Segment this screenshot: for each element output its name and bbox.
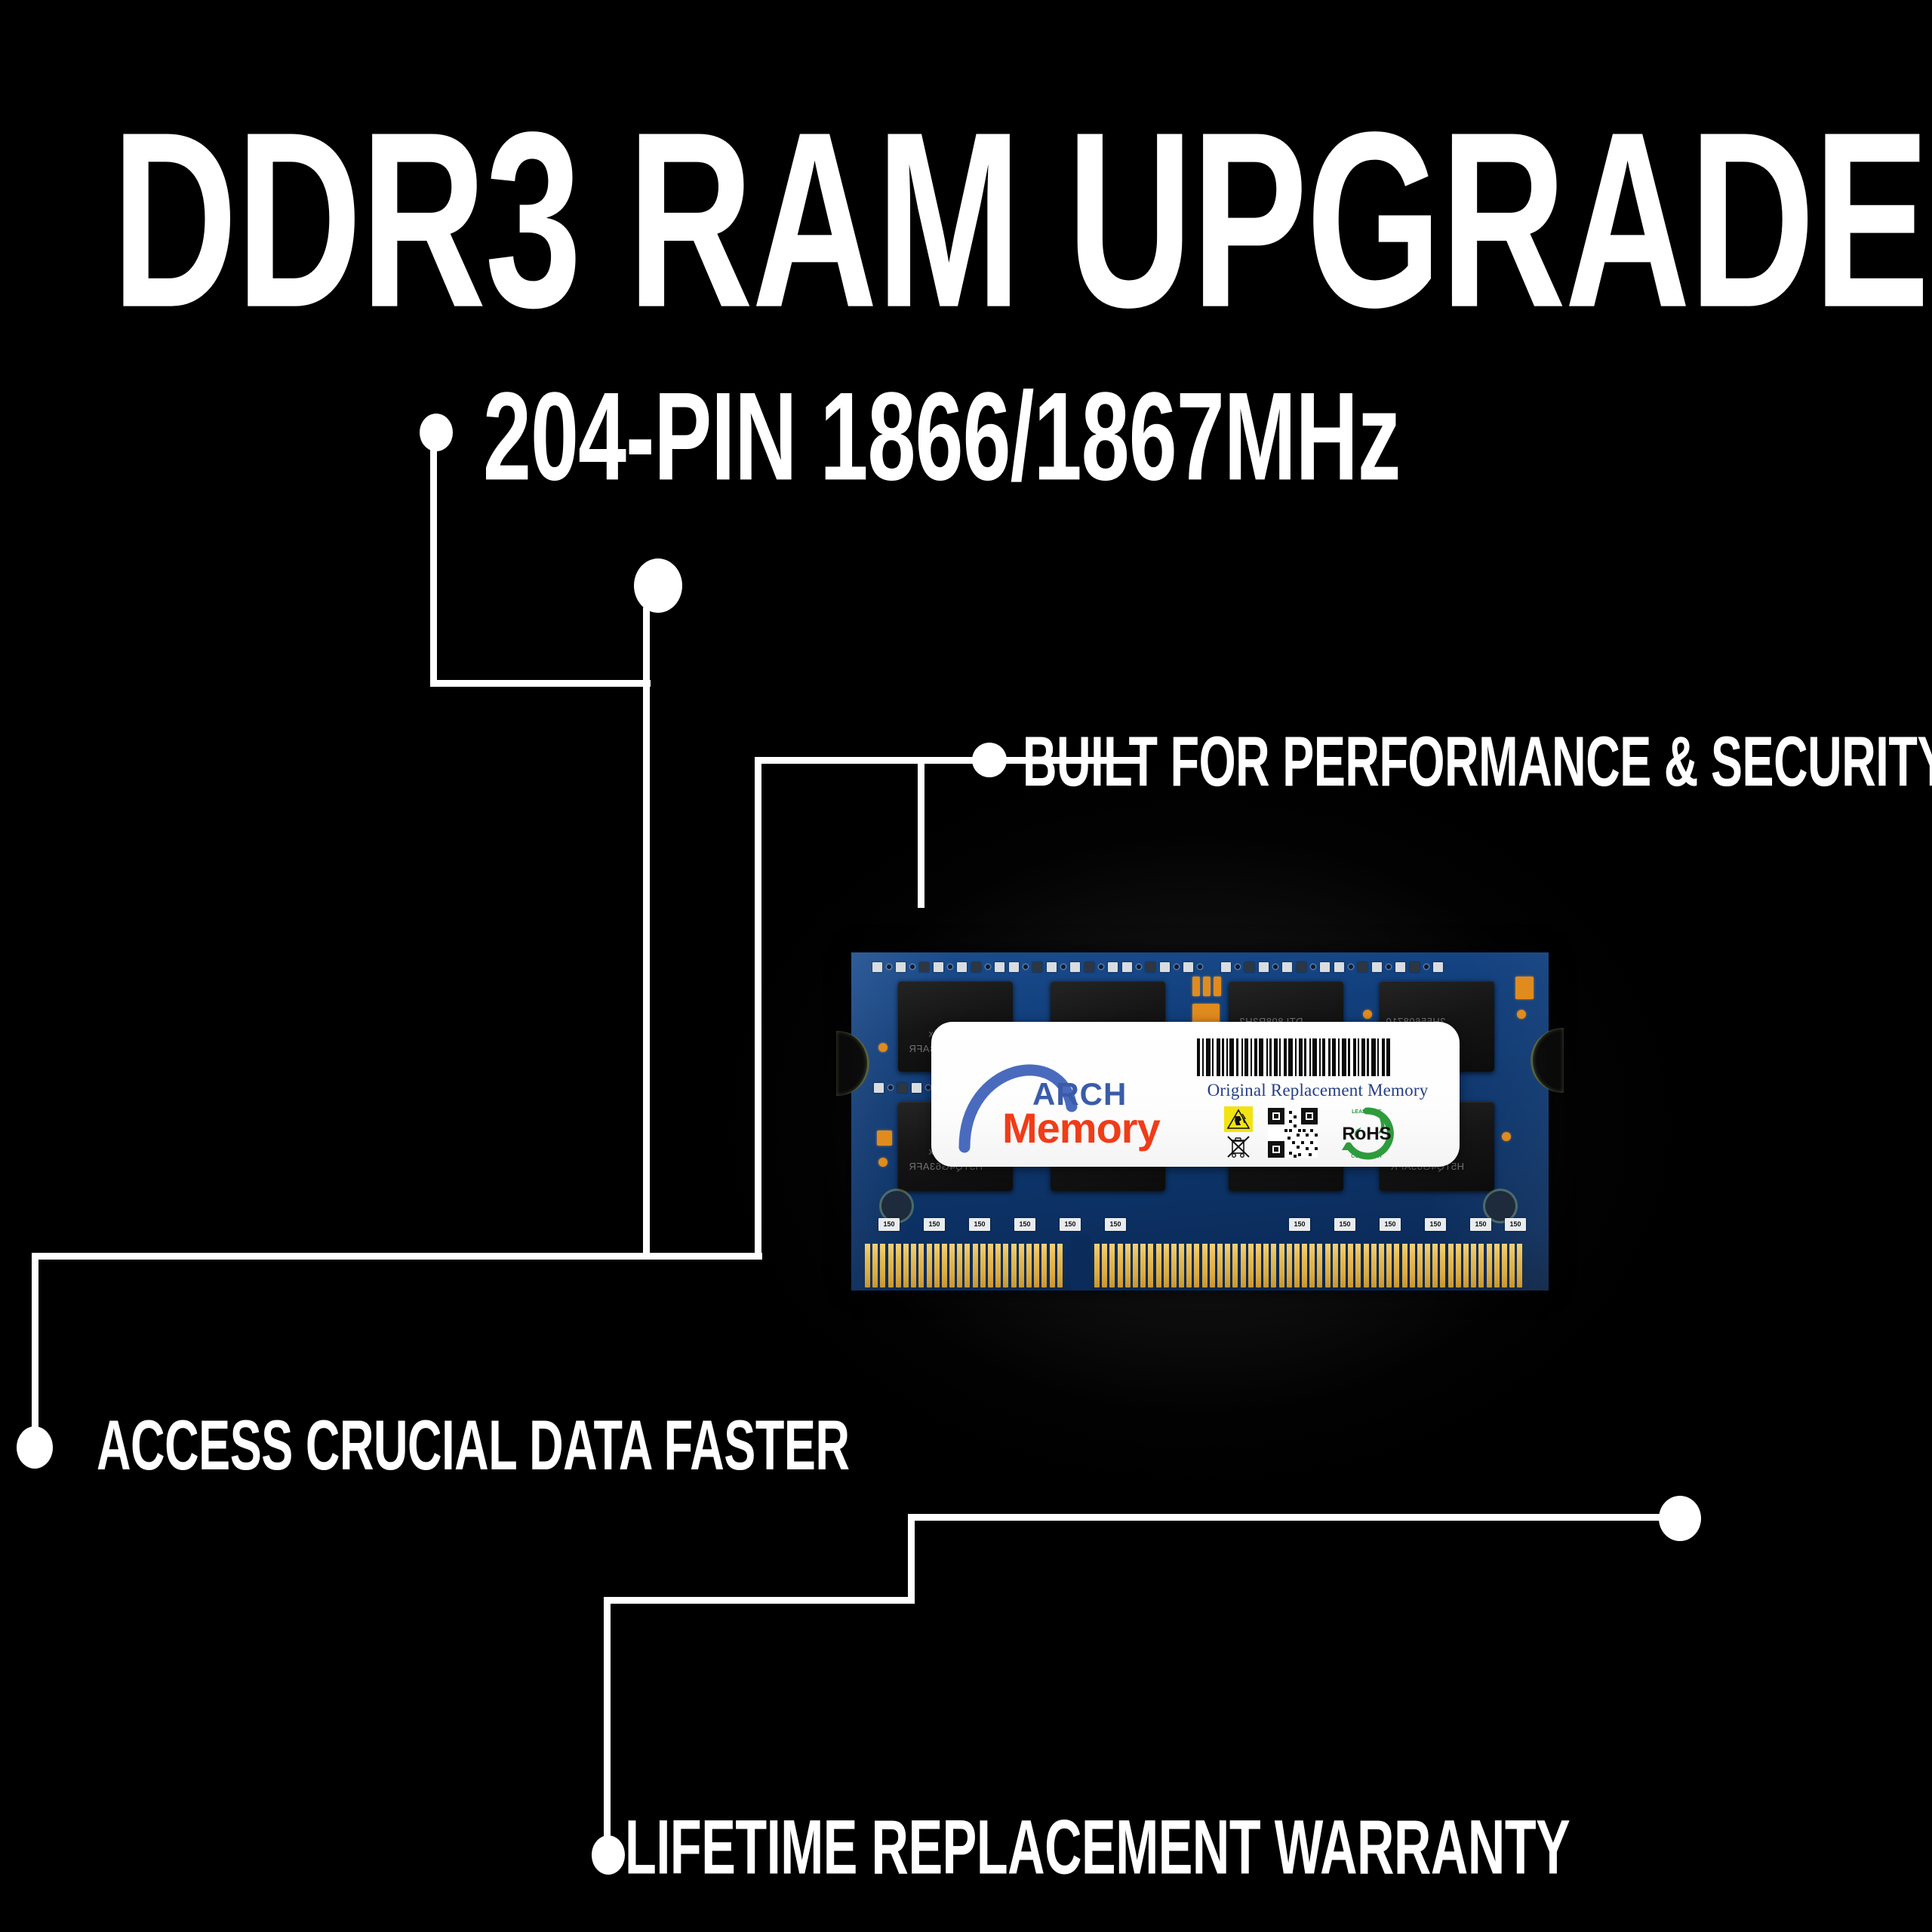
arch-memory-logo: ARCH Memory [948,1034,1182,1155]
resistor-array: 150 [1505,1218,1526,1231]
callout-label-performance: BUILT FOR PERFORMANCE & SECURITY [1023,721,1932,801]
warranty-connector-horizontal-upper [908,1514,1678,1521]
performance-connector-horizontal [755,757,978,764]
brand-memory-text: Memory [1002,1104,1161,1152]
pcb-via [1502,1132,1511,1141]
resistor-array: 150 [924,1218,945,1231]
pcb-notch-left-icon [836,1031,869,1096]
label-tagline-text: Original Replacement Memory [1207,1081,1429,1100]
performance-connector-vertical [755,757,761,1258]
resistor-array: 150 [1334,1218,1355,1231]
warranty-connector-vertical-left [604,1600,611,1849]
svg-text:LEAD FREE: LEAD FREE [1352,1109,1382,1115]
callout-label-access: ACCESS CRUCIAL DATA FASTER [97,1405,850,1485]
gold-contact-pins [851,1235,1549,1291]
callout-label-warranty: LIFETIME REPLACEMENT WARRANTY [625,1804,1571,1891]
access-connector-vertical [32,1257,38,1438]
pcb-notch-right-icon [1531,1028,1564,1093]
performance-connector-elbow-top [918,757,1144,764]
resistor-array: 150 [1380,1218,1401,1231]
weee-crossed-bin-icon [1227,1136,1250,1158]
subtitle-connector-horizontal [430,680,651,687]
pcb-via [878,1158,888,1167]
pcb-pad [1214,977,1221,996]
resistor-array: 150 [1470,1218,1491,1231]
smd-component-strip-top-right [1221,961,1523,972]
module-top-marker-dot [634,558,682,613]
svg-text:COMPLIANT: COMPLIANT [1351,1154,1383,1159]
product-label: ARCH Memory [931,1022,1460,1167]
pcb-pad [1515,977,1534,999]
pin-bank-left [865,1244,1063,1287]
pcb-via [1517,1010,1526,1019]
page-subtitle: 204-PIN 1866/1867MHz [483,367,1401,507]
module-top-connector-vertical [643,608,650,1258]
product-image-ram-module: hynix H5TQ4G63AFR hynix H5TQ4G63AFR DTL8… [836,952,1564,1291]
barcode-icon [1197,1038,1438,1076]
pcb-mount-ring [881,1191,912,1221]
pcb-pad [877,1131,892,1146]
smd-component-strip-top [872,961,1348,972]
pin-key-notch-icon [1071,1235,1091,1291]
subtitle-connector-vertical [430,447,437,687]
subtitle-marker-dot [420,414,453,451]
access-connector-horizontal [32,1253,762,1260]
pcb-board: hynix H5TQ4G63AFR hynix H5TQ4G63AFR DTL8… [836,952,1564,1291]
pcb-via [878,1043,888,1052]
pcb-mount-ring [1485,1191,1515,1221]
rohs-lead-free-compliant-icon: RoHS LEAD FREE COMPLIANT [1342,1107,1394,1160]
svg-text:RoHS: RoHS [1342,1124,1391,1144]
qr-code-icon [1268,1108,1318,1158]
resistor-array: 150 [1014,1218,1035,1231]
warranty-connector-vertical-right [908,1514,915,1603]
warranty-connector-horizontal-lower [604,1597,915,1604]
page-title: DDR3 RAM UPGRADE [112,80,1930,361]
pcb-pad [1192,977,1200,996]
pcb-via [1363,1010,1372,1019]
resistor-array: 150 [1060,1218,1081,1231]
resistor-array: 150 [1425,1218,1446,1231]
resistor-array: 150 [1105,1218,1126,1231]
resistor-array: 150 [1289,1218,1310,1231]
esd-warning-icon [1224,1106,1253,1132]
label-compliance-icons: RoHS LEAD FREE COMPLIANT [1224,1106,1440,1161]
resistor-array: 150 [878,1218,900,1231]
pin-bank-right [1094,1244,1523,1287]
pcb-pad [1203,977,1211,996]
warranty-endpoint-dot [1659,1496,1701,1541]
resistor-array: 150 [969,1218,990,1231]
performance-connector-elbow [918,757,924,908]
